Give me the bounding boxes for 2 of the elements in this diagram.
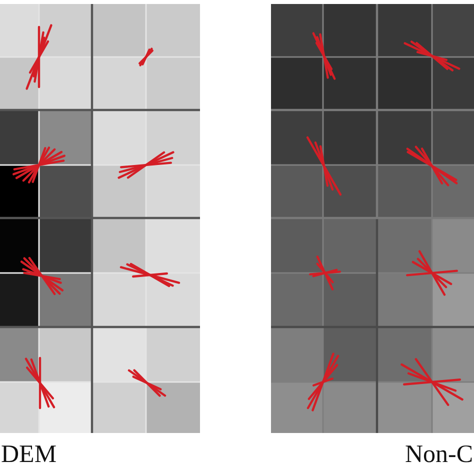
panel-label: Non-C	[404, 441, 473, 469]
panel-label: DEM	[1, 441, 57, 469]
